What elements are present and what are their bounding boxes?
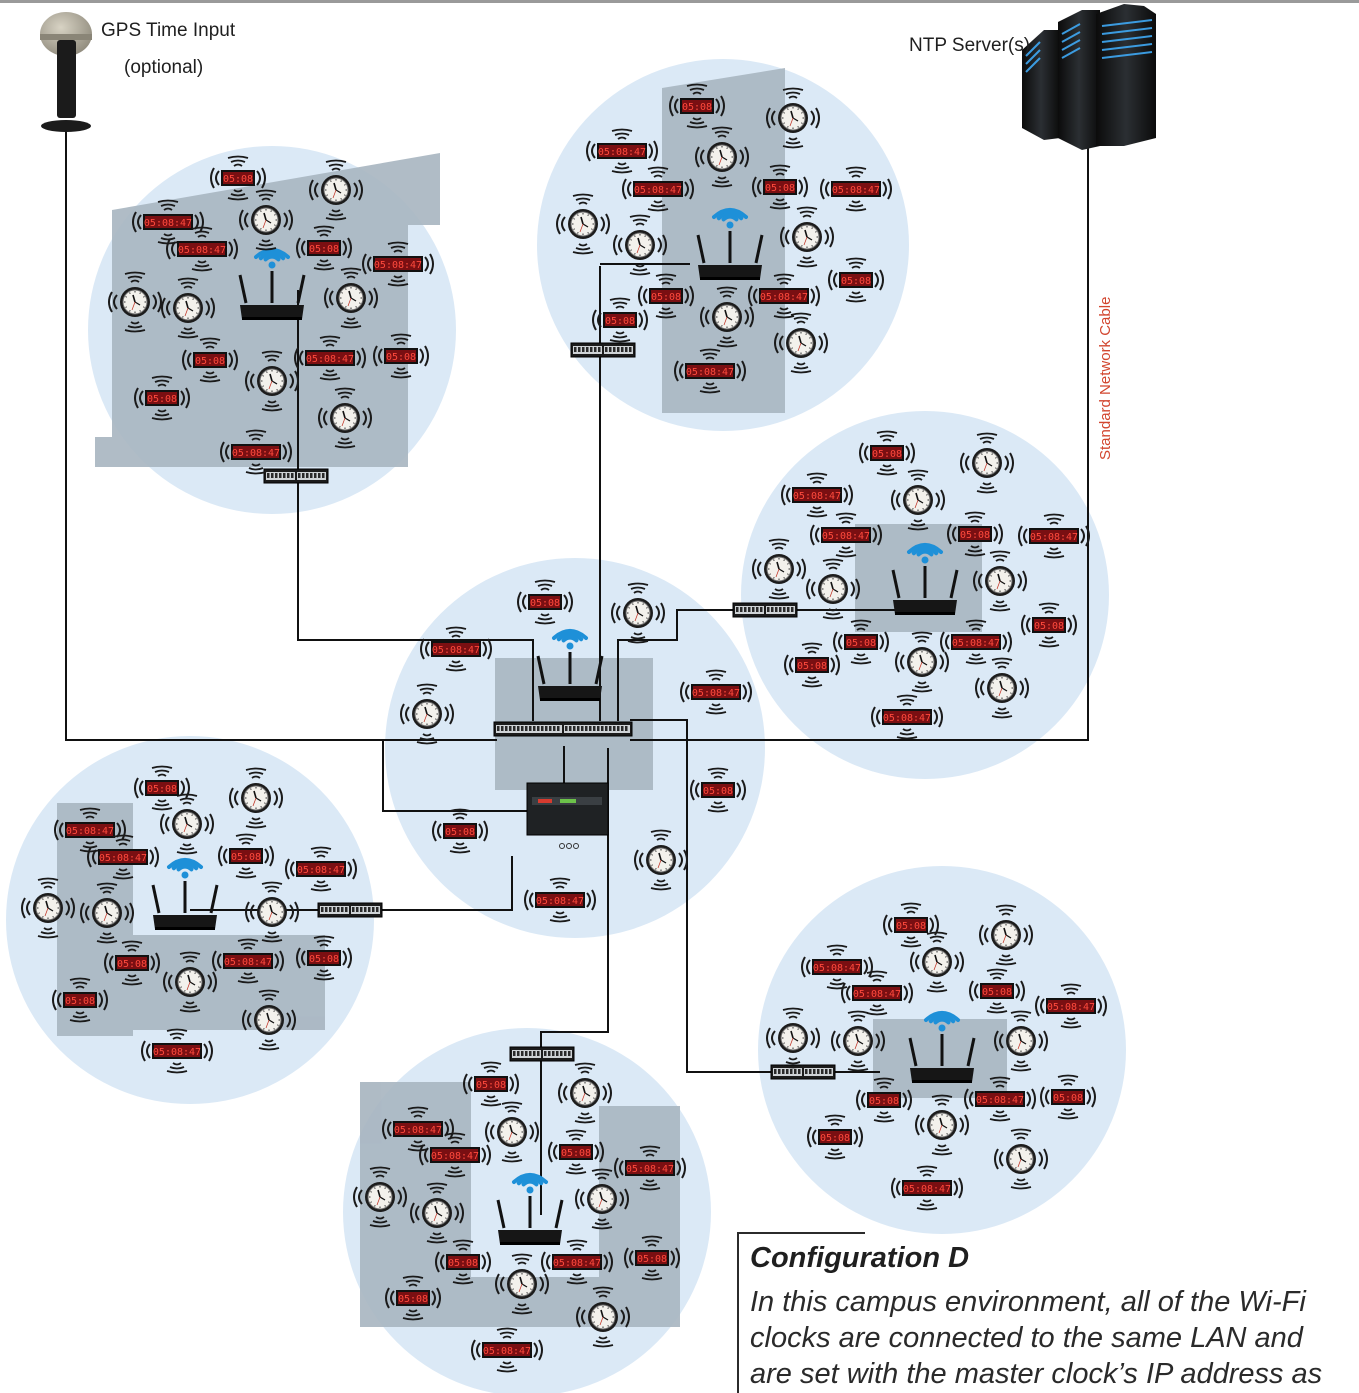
svg-text:05:08:47: 05:08:47 [306,354,354,365]
caption-text: In this campus environment, all of the W… [750,1284,1356,1392]
svg-text:05:08: 05:08 [195,356,225,367]
svg-text:05:08:47: 05:08:47 [760,292,808,303]
svg-text:05:08: 05:08 [896,921,926,932]
caption-line: In this campus environment, all of the W… [750,1284,1356,1320]
svg-text:05:08:47: 05:08:47 [813,963,861,974]
gps-optional-label: (optional) [124,57,203,79]
svg-text:05:08: 05:08 [223,174,253,185]
svg-text:05:08: 05:08 [703,786,733,797]
caption-line: clocks are connected to the same LAN and [750,1320,1356,1356]
svg-text:05:08: 05:08 [65,996,95,1007]
svg-text:05:08:47: 05:08:47 [1047,1002,1095,1013]
caption-line: are set with the master clock’s IP addre… [750,1356,1356,1392]
svg-text:05:08:47: 05:08:47 [483,1346,531,1357]
svg-text:05:08: 05:08 [1053,1093,1083,1104]
caption-rule-vertical [737,1232,739,1393]
svg-text:05:08:47: 05:08:47 [793,491,841,502]
gps-time-input-label: GPS Time Input [101,20,235,42]
svg-text:05:08:47: 05:08:47 [178,245,226,256]
svg-text:05:08: 05:08 [445,827,475,838]
svg-text:05:08: 05:08 [147,784,177,795]
svg-text:05:08: 05:08 [637,1254,667,1265]
svg-text:05:08: 05:08 [765,183,795,194]
svg-text:05:08:47: 05:08:47 [66,826,114,837]
svg-text:05:08: 05:08 [1034,621,1064,632]
svg-text:05:08:47: 05:08:47 [394,1125,442,1136]
svg-text:05:08: 05:08 [982,987,1012,998]
network-switch-icon [510,1047,574,1061]
svg-text:05:08: 05:08 [231,852,261,863]
network-cable-label: Standard Network Cable [1097,297,1114,460]
svg-text:05:08:47: 05:08:47 [224,957,272,968]
svg-text:05:08: 05:08 [820,1133,850,1144]
svg-text:05:08: 05:08 [869,1096,899,1107]
network-switch-icon [318,903,382,917]
network-switch-icon [494,722,632,736]
svg-text:05:08:47: 05:08:47 [232,448,280,459]
svg-text:05:08:47: 05:08:47 [692,688,740,699]
svg-text:05:08:47: 05:08:47 [822,531,870,542]
svg-text:05:08:47: 05:08:47 [297,865,345,876]
network-switch-icon [571,343,635,357]
svg-text:05:08: 05:08 [117,959,147,970]
ntp-server-label: NTP Server(s) [909,35,1030,57]
network-switch-icon [733,603,797,617]
svg-text:05:08:47: 05:08:47 [144,218,192,229]
network-switch-icon [771,1065,835,1079]
svg-text:05:08:47: 05:08:47 [153,1047,201,1058]
svg-text:05:08:47: 05:08:47 [883,713,931,724]
svg-text:05:08:47: 05:08:47 [431,1151,479,1162]
svg-text:05:08: 05:08 [476,1080,506,1091]
svg-text:05:08:47: 05:08:47 [686,367,734,378]
svg-text:05:08:47: 05:08:47 [853,989,901,1000]
svg-text:05:08: 05:08 [651,292,681,303]
svg-text:05:08:47: 05:08:47 [598,147,646,158]
gps-antenna-icon [40,12,92,132]
svg-text:05:08: 05:08 [841,276,871,287]
svg-text:05:08: 05:08 [309,244,339,255]
svg-text:05:08: 05:08 [960,530,990,541]
caption-rule-horizontal [737,1232,865,1234]
svg-text:05:08:47: 05:08:47 [1030,532,1078,543]
svg-text:05:08: 05:08 [147,394,177,405]
svg-text:05:08:47: 05:08:47 [536,896,584,907]
svg-text:05:08: 05:08 [872,449,902,460]
svg-text:05:08:47: 05:08:47 [99,853,147,864]
svg-text:05:08:47: 05:08:47 [553,1258,601,1269]
svg-text:05:08: 05:08 [309,954,339,965]
svg-text:05:08:47: 05:08:47 [432,645,480,656]
svg-text:05:08:47: 05:08:47 [976,1095,1024,1106]
svg-text:05:08:47: 05:08:47 [374,260,422,271]
svg-text:05:08: 05:08 [448,1258,478,1269]
svg-text:05:08:47: 05:08:47 [626,1164,674,1175]
network-switch-icon [264,469,328,483]
svg-text:05:08:47: 05:08:47 [832,185,880,196]
svg-text:05:08: 05:08 [605,316,635,327]
svg-text:05:08: 05:08 [846,638,876,649]
svg-text:05:08:47: 05:08:47 [952,638,1000,649]
svg-text:05:08:47: 05:08:47 [634,185,682,196]
svg-text:05:08: 05:08 [386,352,416,363]
caption-title: Configuration D [750,1242,969,1275]
svg-text:05:08: 05:08 [797,661,827,672]
svg-text:05:08: 05:08 [561,1148,591,1159]
caption-box: Configuration D In this campus environme… [737,1232,1357,1393]
svg-text:05:08: 05:08 [398,1294,428,1305]
svg-text:05:08:47: 05:08:47 [903,1184,951,1195]
ntp-server-icon [1022,4,1156,150]
svg-text:05:08: 05:08 [682,102,712,113]
svg-text:05:08: 05:08 [530,598,560,609]
